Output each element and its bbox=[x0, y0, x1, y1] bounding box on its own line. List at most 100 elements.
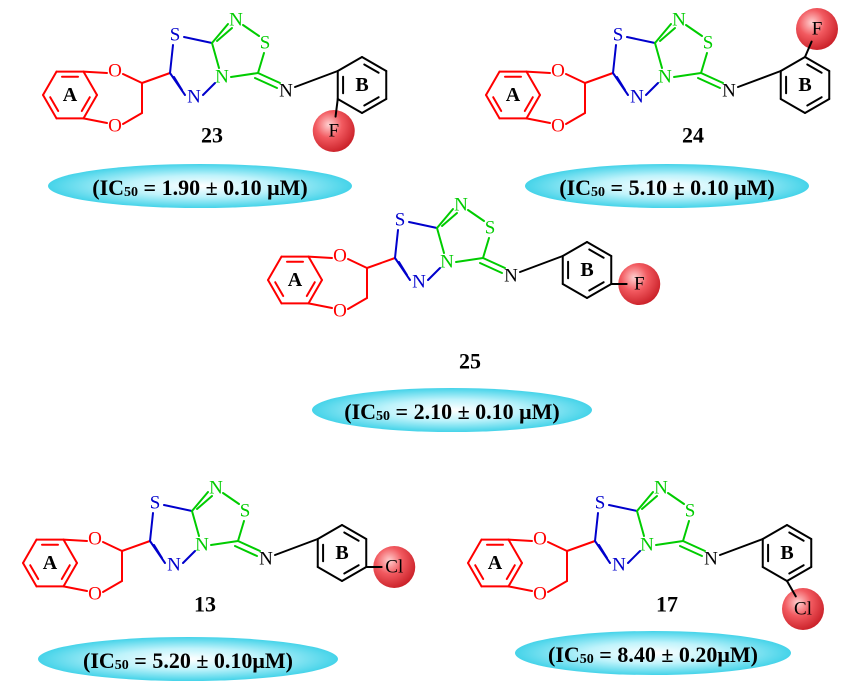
bond bbox=[237, 520, 245, 542]
ring-bond bbox=[804, 98, 831, 114]
bond bbox=[482, 257, 506, 269]
halogen-atom: Cl bbox=[794, 599, 812, 620]
ring-bond bbox=[42, 94, 58, 120]
sulfur-atom: S bbox=[395, 210, 406, 231]
ic50-pill bbox=[38, 637, 338, 681]
double-bond bbox=[806, 63, 823, 74]
ring-bond bbox=[786, 566, 813, 582]
bond bbox=[210, 540, 239, 546]
double-bond bbox=[274, 281, 285, 298]
double-bond bbox=[588, 248, 605, 259]
ring-bond bbox=[341, 524, 368, 540]
bond bbox=[566, 540, 596, 552]
double-bond bbox=[679, 545, 703, 557]
double-bond bbox=[806, 96, 823, 107]
bond bbox=[719, 538, 764, 556]
ring-bond bbox=[561, 241, 588, 257]
ring-a-label: A bbox=[488, 552, 503, 574]
ic50-subscript: 50 bbox=[376, 409, 390, 424]
bond bbox=[347, 258, 368, 269]
bond bbox=[507, 538, 533, 542]
nitrogen-atom: N bbox=[640, 535, 654, 556]
ic50-value: (IC50 = 5.20 ± 0.10μM) bbox=[83, 648, 293, 673]
oxygen-atom: O bbox=[533, 529, 547, 550]
double-bond bbox=[441, 212, 458, 227]
bond bbox=[654, 23, 672, 44]
ring-a-label: A bbox=[506, 84, 521, 106]
double-bond bbox=[363, 96, 380, 107]
nitrogen-atom: N bbox=[412, 272, 426, 293]
ring-bond bbox=[22, 562, 38, 588]
ic50-value: (IC50 = 8.40 ± 0.20μM) bbox=[548, 642, 758, 667]
double-bond bbox=[523, 96, 534, 113]
bond bbox=[274, 538, 319, 556]
bond bbox=[612, 44, 617, 74]
bond bbox=[222, 492, 240, 505]
ring-bond bbox=[761, 566, 788, 582]
nitrogen-atom: N bbox=[209, 478, 223, 499]
ring-b-label: B bbox=[335, 542, 348, 564]
bond bbox=[786, 580, 797, 598]
compound-number: 17 bbox=[656, 592, 678, 617]
bond bbox=[436, 227, 445, 254]
ring-bond bbox=[316, 524, 343, 540]
ring-b-label: B bbox=[355, 74, 368, 96]
bond bbox=[163, 504, 193, 512]
oxygen-atom: O bbox=[551, 61, 565, 82]
bond bbox=[436, 208, 454, 229]
ring-bond bbox=[62, 562, 78, 588]
nitrogen-atom: N bbox=[259, 549, 273, 570]
ring-bond bbox=[467, 562, 483, 588]
bond bbox=[682, 520, 690, 542]
ring-bond bbox=[267, 255, 283, 281]
double-bond bbox=[788, 531, 805, 542]
bond bbox=[366, 257, 396, 269]
ic50-prefix: (IC bbox=[344, 399, 376, 424]
double-bond bbox=[588, 281, 605, 292]
bond bbox=[202, 82, 216, 96]
ic50-pill bbox=[525, 164, 809, 208]
ic50-number: = 8.40 ± 0.20μM) bbox=[594, 642, 758, 667]
bond bbox=[547, 541, 568, 552]
bond bbox=[307, 255, 333, 259]
ring-bond bbox=[561, 283, 588, 299]
ring-bond bbox=[82, 94, 98, 120]
bond bbox=[237, 540, 261, 552]
ic50-value: (IC50 = 2.10 ± 0.10 μM) bbox=[344, 399, 559, 424]
double-bond bbox=[788, 564, 805, 575]
ring-bond bbox=[485, 70, 501, 96]
ring-bond bbox=[525, 94, 541, 120]
ic50-value: (IC50 = 5.10 ± 0.10 μM) bbox=[559, 175, 774, 200]
bond bbox=[82, 117, 108, 124]
ring-bond bbox=[507, 562, 523, 588]
ring-bond bbox=[316, 566, 343, 582]
bond bbox=[211, 42, 220, 69]
bond bbox=[737, 70, 782, 88]
ring-bond bbox=[361, 56, 388, 72]
double-bond bbox=[234, 545, 258, 557]
ic50-number: = 5.10 ± 0.10 μM) bbox=[605, 175, 775, 200]
double-bond bbox=[492, 96, 503, 113]
bond bbox=[525, 70, 551, 74]
ic50-prefix: (IC bbox=[92, 175, 124, 200]
bond bbox=[408, 221, 438, 229]
bond bbox=[334, 98, 339, 118]
sulfur-atom: S bbox=[150, 493, 161, 514]
bond bbox=[519, 255, 564, 273]
ic50-subscript: 50 bbox=[115, 658, 129, 673]
ic50-value: (IC50 = 1.90 ± 0.10 μM) bbox=[92, 175, 307, 200]
compound-number: 25 bbox=[459, 349, 481, 374]
bond bbox=[547, 580, 568, 593]
nitrogen-atom: N bbox=[167, 555, 181, 576]
halogen-highlight bbox=[782, 588, 824, 630]
nitrogen-atom: N bbox=[215, 67, 229, 88]
bond bbox=[645, 82, 659, 96]
halogen-atom: F bbox=[812, 19, 823, 40]
double-bond bbox=[474, 564, 485, 581]
double-bond bbox=[343, 564, 360, 575]
double-bond bbox=[216, 27, 233, 42]
double-bond bbox=[305, 281, 316, 298]
ring-bond bbox=[307, 255, 323, 281]
